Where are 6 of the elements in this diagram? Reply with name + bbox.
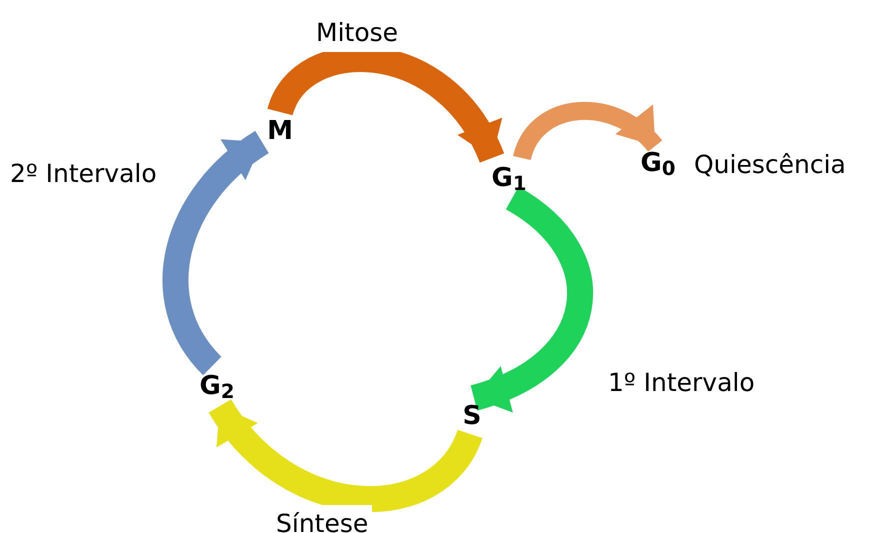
phase-label: S bbox=[458, 398, 486, 434]
phase-label: G$_{1}$ bbox=[486, 158, 532, 198]
curved-arrow bbox=[470, 187, 593, 410]
phase-label: G$_{2}$ bbox=[193, 366, 241, 406]
phase-label: M bbox=[262, 112, 298, 150]
phase-label: G$_{0}$ bbox=[638, 146, 678, 180]
